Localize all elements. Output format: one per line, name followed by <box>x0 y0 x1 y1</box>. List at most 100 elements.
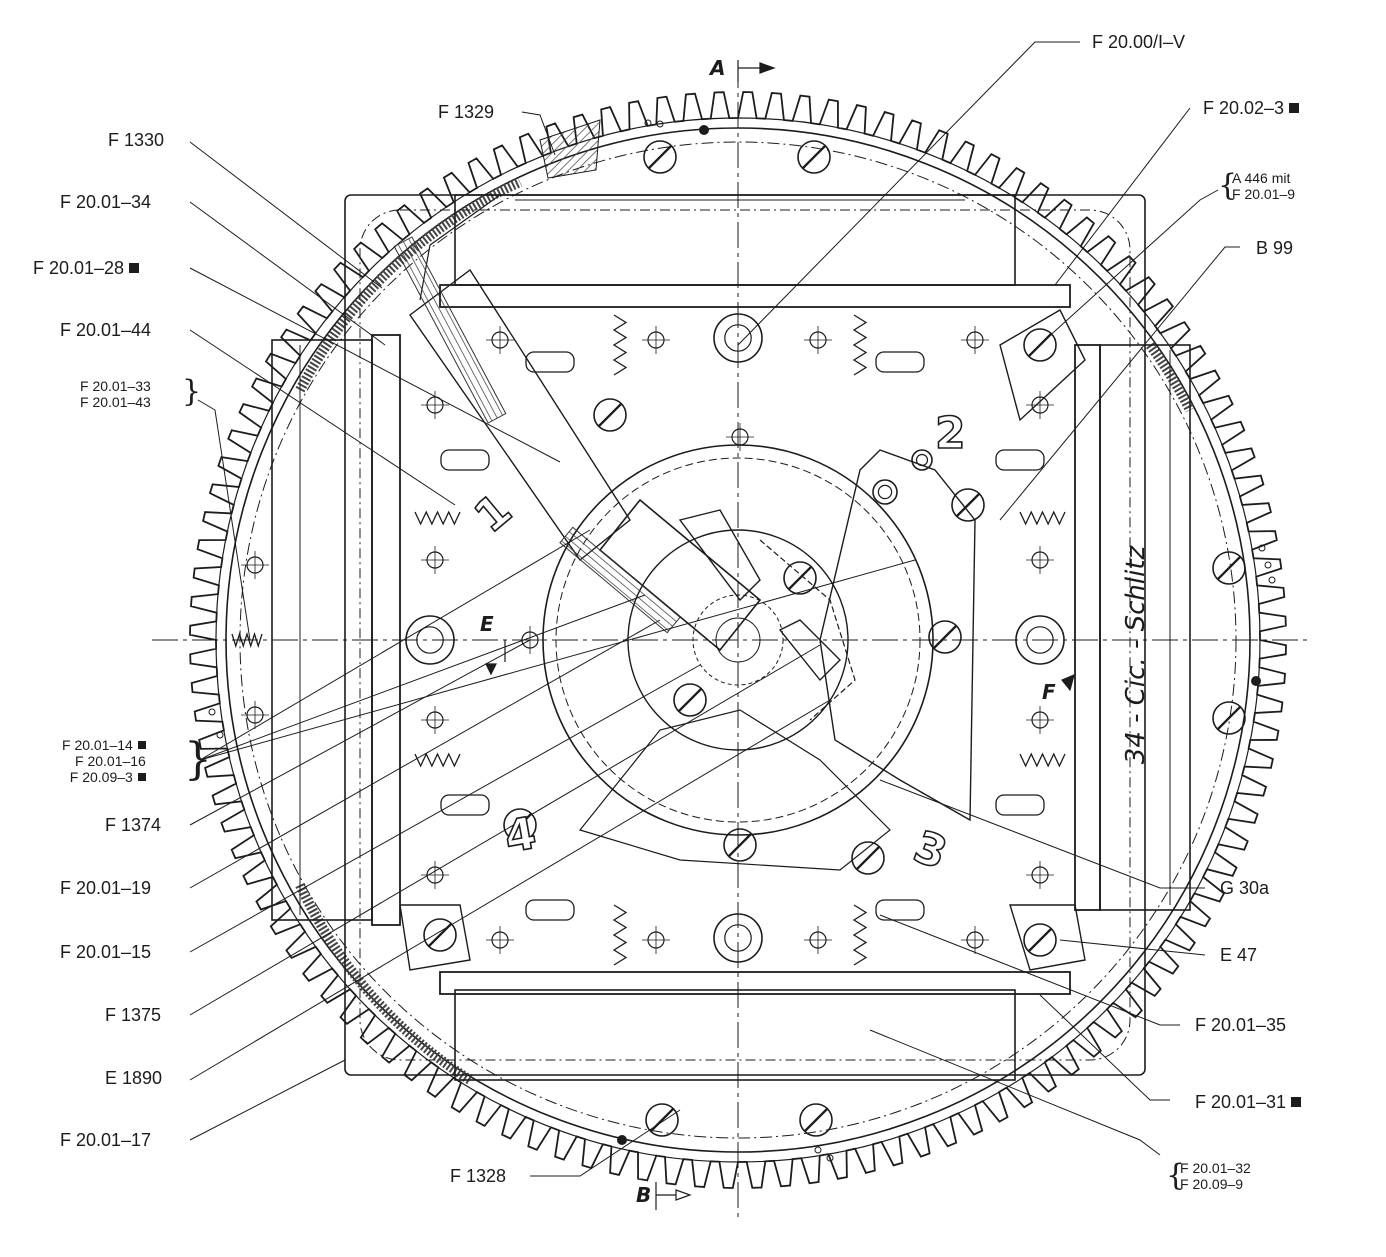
label-f200116: F 20.01–16 <box>75 753 146 769</box>
screw-slot <box>507 812 533 838</box>
screw-head <box>1023 923 1057 957</box>
screw-slot <box>803 1107 829 1133</box>
marker-square <box>137 773 146 781</box>
label-f1328: F 1328 <box>450 1166 507 1186</box>
clamp-block <box>440 449 490 471</box>
fasteners <box>231 140 1246 1137</box>
cable-guide-arcs <box>295 119 1195 1085</box>
section-mark-e: E <box>480 612 494 636</box>
boss-inner <box>1026 626 1054 654</box>
clamp-block <box>525 351 575 373</box>
screw-head <box>799 1103 833 1137</box>
screw-slot <box>932 624 958 650</box>
screw-head <box>593 398 627 432</box>
screw-head <box>1212 701 1246 735</box>
label-f1330: F 1330 <box>108 130 165 150</box>
label-f20099: F 20.09–9 <box>1180 1176 1244 1192</box>
screw-slot <box>955 492 981 518</box>
spring <box>231 631 263 649</box>
corner-clamps <box>399 309 1086 971</box>
label-f1329: F 1329 <box>438 102 495 122</box>
label-f200114-group: F 20.01–14 F 20.01–16 F 20.09–3 <box>62 737 146 785</box>
label-f200131: F 20.01–31 <box>1195 1092 1302 1112</box>
marker-square <box>137 741 146 749</box>
ring-holes <box>208 119 1276 1162</box>
screw-head <box>643 140 677 174</box>
spring <box>1019 510 1066 526</box>
screw-slot <box>1216 555 1242 581</box>
brace-f200114: } <box>184 734 212 785</box>
station-number-2: 2 <box>934 407 966 460</box>
screw-head <box>951 488 985 522</box>
clamp-block <box>995 449 1045 471</box>
label-e1890: E 1890 <box>105 1068 163 1088</box>
screw-head <box>423 918 457 952</box>
label-f200119: F 20.01–19 <box>60 878 152 898</box>
screw-slot <box>677 687 703 713</box>
boss-outer <box>911 449 933 471</box>
spring <box>414 752 461 768</box>
label-a446: A 446 mit <box>1232 170 1291 186</box>
clamp-block <box>525 899 575 921</box>
screw-head <box>1212 551 1246 585</box>
label-f200128: F 20.01–28 <box>33 258 140 278</box>
label-f200132-group: F 20.01–32 F 20.09–9 <box>1180 1160 1251 1192</box>
boss-outer <box>713 913 763 963</box>
label-e47: E 47 <box>1220 945 1258 965</box>
rotary-table <box>542 444 976 871</box>
label-g30a: G 30a <box>1220 878 1270 898</box>
screw-head <box>1023 328 1057 362</box>
section-mark-a: A <box>710 56 726 80</box>
screw-slot <box>1216 705 1242 731</box>
brace-f200133: } <box>182 374 202 409</box>
screw-head <box>928 620 962 654</box>
boss-inner <box>724 324 752 352</box>
screw-slot <box>727 832 753 858</box>
screw-slot <box>1027 927 1053 953</box>
label-a446-group: A 446 mit F 20.01–9 <box>1232 170 1295 202</box>
label-f200133-group: F 20.01–33 F 20.01–43 <box>80 378 151 410</box>
boss-outer <box>405 615 455 665</box>
screw-slot <box>649 1107 675 1133</box>
screw-slot <box>597 402 623 428</box>
marker-square <box>129 263 140 273</box>
screw-slot <box>787 565 813 591</box>
label-f200135: F 20.01–35 <box>1195 1015 1287 1035</box>
spring <box>414 510 461 526</box>
screw-head <box>797 140 831 174</box>
screw-head <box>503 808 537 842</box>
label-f200114: F 20.01–14 <box>62 737 133 753</box>
label-f2000: F 20.00/I–V <box>1092 32 1186 52</box>
label-f20019: F 20.01–9 <box>1232 186 1296 202</box>
spring <box>852 904 868 966</box>
section-mark-f: F <box>1042 680 1056 704</box>
marker-square <box>1289 103 1300 113</box>
clamp-block <box>875 899 925 921</box>
clamp-block <box>875 351 925 373</box>
boss-outer <box>1015 615 1065 665</box>
diagonal-arm <box>393 194 841 682</box>
label-f1374: F 1374 <box>105 815 162 835</box>
label-f200132: F 20.01–32 <box>1180 1160 1251 1176</box>
label-f1375: F 1375 <box>105 1005 162 1025</box>
brace-f200132: { <box>1166 1158 1186 1193</box>
boss-inner <box>724 924 752 952</box>
spring <box>612 904 628 966</box>
label-f200144: F 20.01–44 <box>60 320 152 340</box>
screw-head <box>851 841 885 875</box>
label-f20093: F 20.09–3 <box>69 769 133 785</box>
label-b99: B 99 <box>1256 238 1294 258</box>
section-arrows <box>485 60 1075 1210</box>
label-f200133: F 20.01–33 <box>80 378 151 394</box>
boss-inner <box>416 626 444 654</box>
boss-inner <box>915 453 929 467</box>
boss-inner <box>877 484 893 500</box>
marker-square <box>1291 1097 1302 1107</box>
center-lines <box>152 62 1310 1222</box>
spring <box>852 314 868 376</box>
label-f200143: F 20.01–43 <box>80 394 151 410</box>
screw-slot <box>855 845 881 871</box>
clamp-block <box>440 794 490 816</box>
leader-lines <box>189 41 1240 1177</box>
clamp-block <box>995 794 1045 816</box>
